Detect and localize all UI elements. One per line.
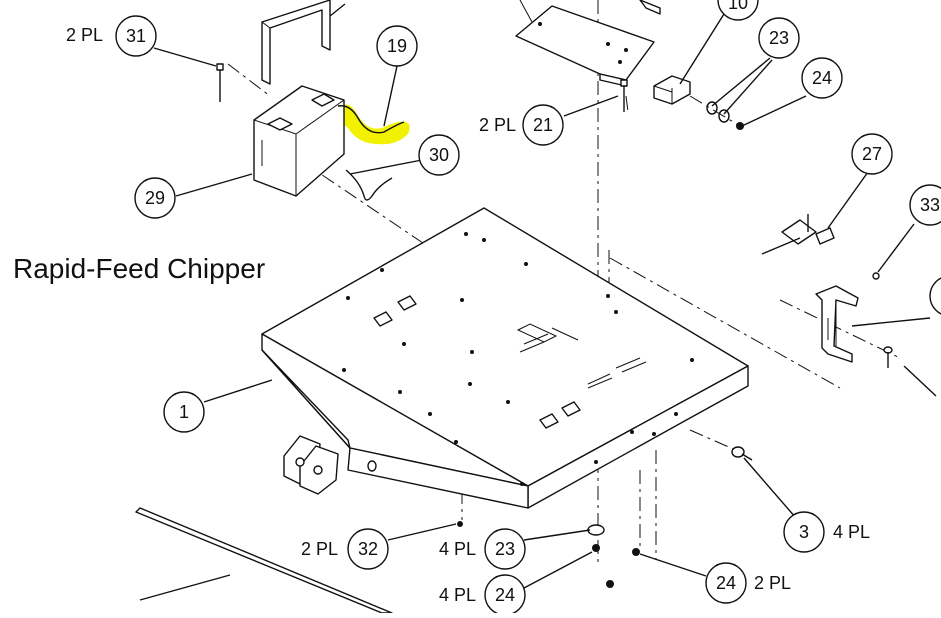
bolt-3 bbox=[731, 446, 753, 461]
under-fasteners bbox=[457, 521, 640, 588]
screw-31 bbox=[216, 63, 224, 102]
cable-30 bbox=[345, 169, 393, 201]
screw-33 bbox=[872, 272, 880, 280]
callout-33: 33 bbox=[909, 184, 941, 226]
latch-bracket bbox=[815, 285, 859, 363]
battery-tray-plate bbox=[515, 0, 661, 87]
callout-23-top-number: 23 bbox=[769, 28, 789, 48]
callout-30-number: 30 bbox=[429, 145, 449, 165]
diagram-title: Rapid-Feed Chipper bbox=[13, 253, 266, 284]
latch-27 bbox=[761, 214, 835, 255]
callout-31: 31 2 PL bbox=[66, 15, 157, 57]
callout-24-right: 24 2 PL bbox=[705, 562, 791, 604]
callout-30: 30 bbox=[418, 134, 460, 176]
callout-29-number: 29 bbox=[145, 188, 165, 208]
callout-31-qty: 2 PL bbox=[66, 25, 103, 45]
screw-right bbox=[883, 346, 893, 368]
battery-hold-down-bracket bbox=[261, 0, 346, 85]
callout-3-qty: 4 PL bbox=[833, 522, 870, 542]
callout-33-number: 33 bbox=[920, 195, 940, 215]
callout-27: 27 bbox=[851, 133, 893, 175]
callout-31-number: 31 bbox=[126, 26, 146, 46]
mounting-plate-1 bbox=[261, 207, 749, 509]
callout-24-right-qty: 2 PL bbox=[754, 573, 791, 593]
callout-21-number: 21 bbox=[533, 115, 553, 135]
callout-24-right-number: 24 bbox=[716, 573, 736, 593]
callout-19: 19 bbox=[376, 25, 418, 67]
callout-23-top: 23 bbox=[758, 17, 800, 59]
callout-23-bottom-qty: 4 PL bbox=[439, 539, 476, 559]
cable-19 bbox=[337, 105, 405, 134]
callout-32: 32 2 PL bbox=[301, 528, 389, 570]
callout-partial-right bbox=[929, 277, 941, 315]
callout-10-number: 10 bbox=[728, 0, 748, 13]
leader-lines bbox=[153, 13, 937, 589]
battery-29 bbox=[253, 85, 345, 197]
callout-3-number: 3 bbox=[799, 522, 809, 542]
washer-and-nut-set bbox=[689, 95, 744, 130]
callout-32-qty: 2 PL bbox=[301, 539, 338, 559]
screw-21 bbox=[620, 79, 628, 112]
assembly-lines bbox=[227, 0, 901, 565]
callout-3: 3 4 PL bbox=[783, 511, 870, 553]
callout-32-number: 32 bbox=[358, 539, 378, 559]
callout-23-bottom: 23 4 PL bbox=[439, 528, 526, 570]
callout-19-number: 19 bbox=[387, 36, 407, 56]
callout-24-top: 24 bbox=[801, 57, 843, 99]
callout-24-top-number: 24 bbox=[812, 68, 832, 88]
callout-21-qty: 2 PL bbox=[479, 115, 516, 135]
callout-24-bottom-number: 24 bbox=[495, 585, 515, 605]
hinge-10 bbox=[653, 75, 691, 105]
callout-29: 29 bbox=[134, 177, 176, 219]
callout-10: 10 bbox=[717, 0, 759, 21]
callout-24-bottom-qty: 4 PL bbox=[439, 585, 476, 605]
callout-21: 21 2 PL bbox=[479, 104, 564, 146]
part-19-highlight bbox=[339, 104, 410, 145]
callout-24-bottom: 24 4 PL bbox=[439, 574, 526, 616]
callout-1: 1 bbox=[163, 391, 205, 433]
callout-23-bottom-number: 23 bbox=[495, 539, 515, 559]
callout-27-number: 27 bbox=[862, 144, 882, 164]
callout-1-number: 1 bbox=[179, 402, 189, 422]
